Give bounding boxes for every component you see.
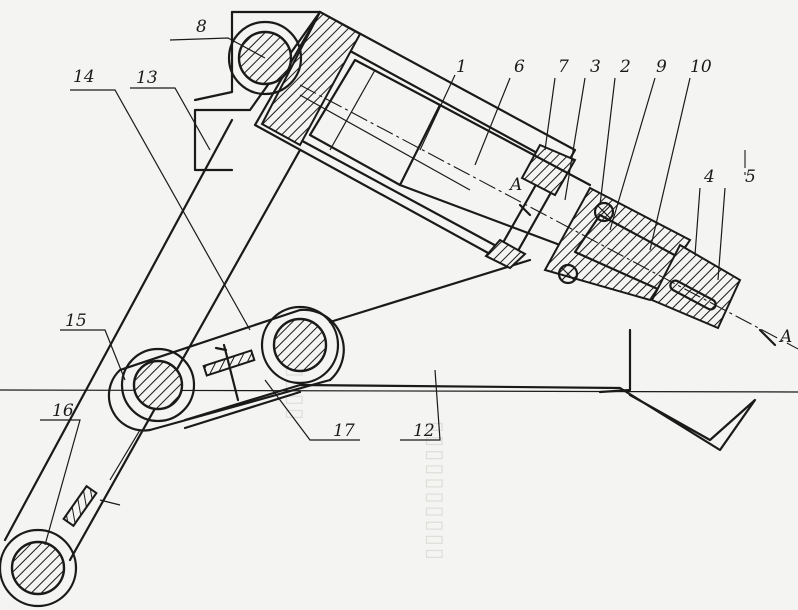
lever-slot-bolt bbox=[62, 484, 98, 528]
tie-rod bbox=[328, 258, 532, 324]
hydraulic-cylinder bbox=[253, 10, 592, 270]
label-12: 12 bbox=[413, 421, 435, 441]
label-2: 2 bbox=[619, 57, 631, 77]
blade-12-lower bbox=[183, 390, 302, 430]
label-14: 14 bbox=[73, 67, 95, 87]
lever-14-inner bbox=[68, 148, 302, 562]
bracket-outline bbox=[193, 10, 234, 102]
label-7: 7 bbox=[558, 57, 569, 77]
section-arrow-a bbox=[518, 203, 777, 347]
section-axis bbox=[299, 84, 798, 350]
label-10: 10 bbox=[690, 57, 712, 77]
label-4: 4 bbox=[703, 167, 715, 187]
link-arm-17-startcap bbox=[107, 368, 152, 432]
lever-15-slot bbox=[109, 429, 141, 481]
label-section-a-2: A bbox=[778, 327, 792, 347]
label-13: 13 bbox=[136, 68, 158, 88]
label-3: 3 bbox=[590, 57, 601, 77]
pin-bottom bbox=[0, 528, 78, 608]
label-17: 17 bbox=[333, 421, 355, 441]
clevis bbox=[650, 243, 742, 330]
bracket-frame-13 bbox=[193, 10, 322, 172]
blade-12 bbox=[183, 383, 757, 452]
label-1: 1 bbox=[456, 57, 467, 77]
bolt bbox=[202, 343, 256, 402]
lever-14 bbox=[3, 118, 234, 542]
label-9: 9 bbox=[656, 57, 667, 77]
svg-text:▯▯▯▯▯▯▯▯▯▯: ▯▯▯▯▯▯▯▯▯▯ bbox=[421, 419, 446, 560]
pin-link-right bbox=[260, 305, 340, 385]
ground-line bbox=[0, 389, 798, 393]
label-15: 15 bbox=[65, 311, 87, 331]
lever-15-slot-2 bbox=[99, 499, 121, 506]
label-section-a-1: A bbox=[508, 175, 522, 195]
label-6: 6 bbox=[514, 57, 525, 77]
label-16: 16 bbox=[52, 401, 74, 421]
label-8: 8 bbox=[196, 17, 207, 37]
pin-link-left bbox=[120, 347, 196, 423]
blade-support bbox=[598, 328, 632, 394]
label-5: 5 bbox=[745, 167, 756, 187]
leader-lines bbox=[40, 37, 726, 546]
link-arm-17-end bbox=[298, 308, 345, 382]
